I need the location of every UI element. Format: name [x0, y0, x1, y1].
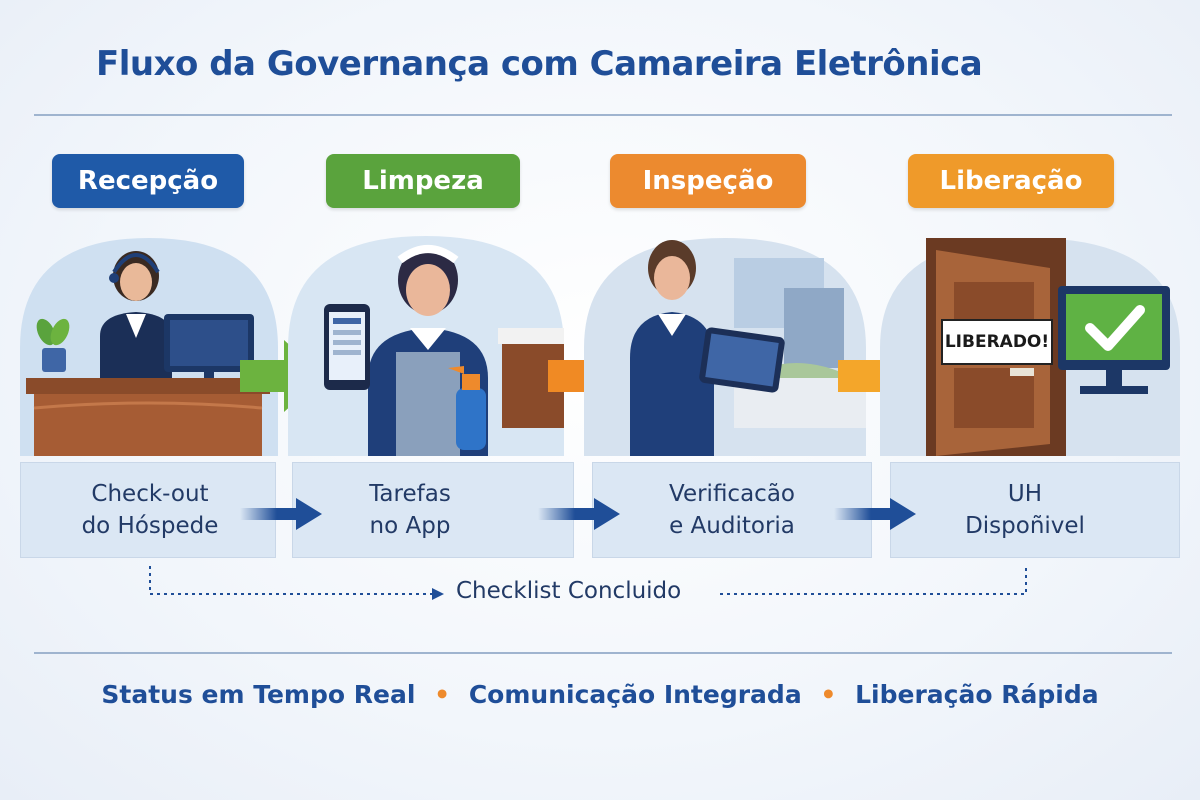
description-line: e Auditoria [669, 513, 795, 539]
arrow-blue-icon [834, 498, 916, 530]
spray-bottle-icon [448, 366, 486, 450]
description-line: Dispoñivel [965, 513, 1085, 539]
tablet-icon [699, 327, 785, 393]
inspector-figure [630, 240, 714, 456]
title-divider [34, 114, 1172, 116]
stage-pill-limpeza: Limpeza [326, 154, 520, 208]
footer-item-comunicacao: Comunicação Integrada [468, 680, 802, 709]
stage-box-inspecao [592, 462, 872, 558]
description-line: Tarefas [369, 481, 451, 507]
smartphone-icon [324, 304, 370, 390]
door-sign [941, 319, 1053, 365]
scene-limpeza [288, 228, 564, 456]
scene-inspecao [584, 228, 866, 456]
stage-pill-recepcao: Recepção [52, 154, 244, 208]
stage-description-limpeza: Tarefas no App [340, 478, 480, 542]
monitor-checkmark-icon [1058, 286, 1170, 394]
description-line: Verificacão [669, 481, 795, 507]
footer-separator: • [434, 680, 451, 709]
headset-icon [112, 253, 160, 274]
footer-item-liberacao: Liberação Rápida [855, 680, 1099, 709]
description-line: no App [369, 513, 451, 539]
scene-liberacao: LIBERADO! [880, 228, 1180, 456]
door-sign-text: LIBERADO! [944, 332, 1050, 352]
stage-description-liberacao: UH Dispoñivel [950, 478, 1100, 542]
footer-features: Status em Tempo Real • Comunicação Integ… [0, 680, 1200, 709]
stage-pill-liberacao: Liberação [908, 154, 1114, 208]
footer-divider [34, 652, 1172, 654]
description-line: UH [1007, 481, 1043, 507]
stage-description-recepcao: Check-out do Hóspede [60, 478, 240, 542]
arrow-blue-icon [240, 498, 322, 530]
stage-box-recepcao [20, 462, 276, 558]
description-line: Check-out [91, 481, 209, 507]
arrow-blue-icon [538, 498, 620, 530]
stage-box-limpeza [292, 462, 574, 558]
reception-desk [26, 378, 270, 456]
scene-recepcao [20, 228, 278, 456]
checklist-label: Checklist Concluido [456, 578, 682, 604]
stage-description-inspecao: Verificacão e Auditoria [642, 478, 822, 542]
stage-pill-inspecao: Inspeção [610, 154, 806, 208]
checklist-connector [149, 566, 1027, 600]
page-title: Fluxo da Governança com Camareira Eletrô… [96, 44, 983, 84]
stage-box-liberacao [890, 462, 1180, 558]
receptionist-figure [100, 251, 172, 378]
footer-separator: • [820, 680, 837, 709]
plant-icon [36, 318, 70, 372]
description-line: do Hóspede [81, 513, 219, 539]
footer-item-status: Status em Tempo Real [101, 680, 416, 709]
